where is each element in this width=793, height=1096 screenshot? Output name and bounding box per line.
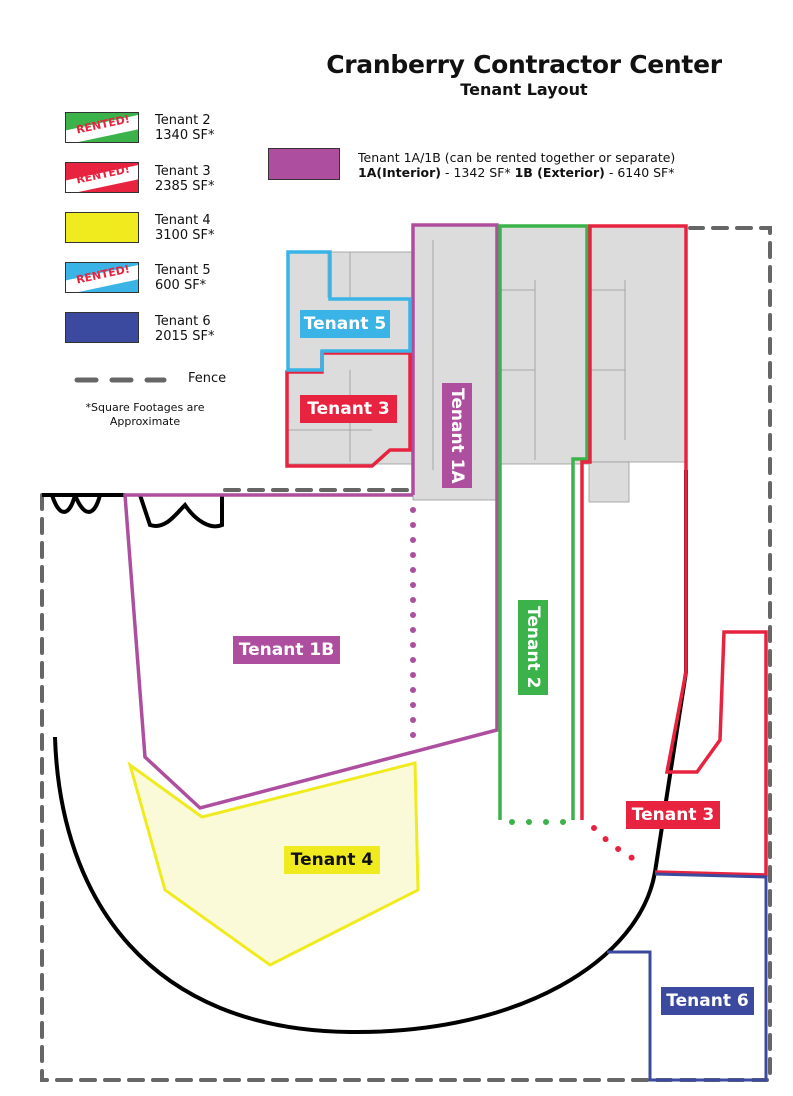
tenant-2-label: Tenant 2 [518, 600, 548, 695]
legend-fence-label: Fence [188, 371, 227, 386]
footnote-line: *Square Footages are [85, 401, 205, 414]
tenant1a-label: 1A(Interior) [358, 165, 442, 180]
tenant-6-label: Tenant 6 [661, 987, 754, 1015]
tenant-3-boundary [580, 224, 768, 877]
legend-name: Tenant 3 [155, 164, 211, 179]
legend-name: Tenant 6 [155, 314, 211, 329]
legend-area: 2015 SF* [155, 329, 215, 344]
tenant-4-label: Tenant 4 [284, 846, 380, 874]
page-title: Cranberry Contractor Center [326, 50, 722, 79]
legend-swatch-tenant-6 [65, 312, 139, 343]
legend-swatch-tenant-4 [65, 212, 139, 243]
page-subtitle: Tenant Layout [460, 80, 588, 99]
tenant-5-area [286, 250, 412, 372]
tenant-2-boundary [498, 224, 589, 820]
tenant1b-area: - 6140 SF* [604, 165, 675, 180]
legend-swatch-tenant-1 [268, 148, 340, 180]
tenant-4-area [127, 761, 420, 967]
legend-name: Tenant 4 [155, 213, 211, 228]
legend-name: Tenant 2 [155, 113, 211, 128]
tenant-1b-label: Tenant 1B [233, 636, 340, 664]
tenant1a-area: - 1342 SF* [441, 165, 515, 180]
legend-area: 1340 SF* [155, 128, 215, 143]
legend-area: 2385 SF* [155, 179, 215, 194]
tenant-3-building-label: Tenant 3 [300, 395, 397, 423]
legend-name: Tenant 5 [155, 263, 211, 278]
legend-area: 3100 SF* [155, 228, 215, 243]
legend-swatch-tenant-2: RENTED! [65, 112, 139, 143]
tenant-3-yard-label: Tenant 3 [626, 801, 720, 829]
legend-swatch-tenant-3: RENTED! [65, 162, 139, 193]
tenant-5-label: Tenant 5 [300, 310, 390, 338]
tenant-6-boundary [607, 872, 768, 1082]
fence [40, 226, 772, 1082]
footnote-line: Approximate [109, 415, 181, 428]
tenant-1-boundary [123, 223, 499, 810]
building-floorplan [287, 225, 688, 503]
tenant1-description: Tenant 1A/1B (can be rented together or … [358, 150, 676, 165]
curb-line [42, 470, 688, 1035]
legend-swatch-tenant-5: RENTED! [65, 262, 139, 293]
tenant1b-label: 1B (Exterior) [514, 165, 605, 180]
legend-label-tenant-1: Tenant 1A/1B (can be rented together or … [358, 150, 675, 180]
legend-area: 600 SF* [155, 278, 207, 293]
tenant-1a-label: Tenant 1A [442, 383, 472, 488]
